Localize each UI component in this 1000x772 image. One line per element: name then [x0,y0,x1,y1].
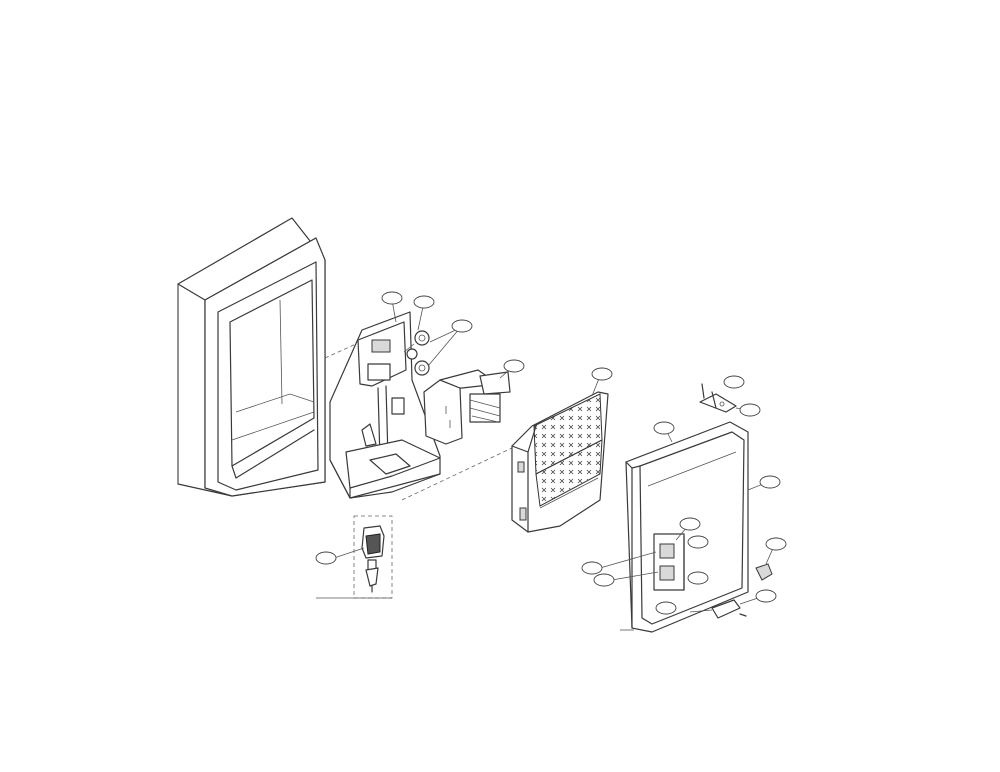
small-cap [755,563,773,581]
leader-line [324,333,379,359]
leader-line [401,447,513,501]
callout-marker [723,375,745,389]
callout-marker [581,561,603,575]
callout-marker [687,571,709,585]
callout-marker [679,517,701,531]
dispenser-lever-assembly [316,515,393,599]
callout-marker [413,295,435,309]
callout-marker [687,535,709,549]
callout-marker [759,475,781,489]
dispenser-cover-panel [511,391,609,533]
callout-marker [451,319,473,333]
callout-marker [755,589,777,603]
callout-marker [655,601,677,615]
callout-marker [591,367,613,381]
ice-crusher-unit [423,369,511,445]
bottom-hinge [689,599,747,619]
callout-marker [315,551,337,565]
dispenser-bracket [329,311,441,499]
callout-marker [593,573,615,587]
callout-marker [765,537,787,551]
callout-marker [653,421,675,435]
callout-marker [739,403,761,417]
callout-marker [381,291,403,305]
callout-marker [503,359,525,373]
door-liner-frame [177,217,326,497]
top-hinge [699,383,737,413]
switch-components [403,330,430,376]
callout-markers [315,291,787,615]
